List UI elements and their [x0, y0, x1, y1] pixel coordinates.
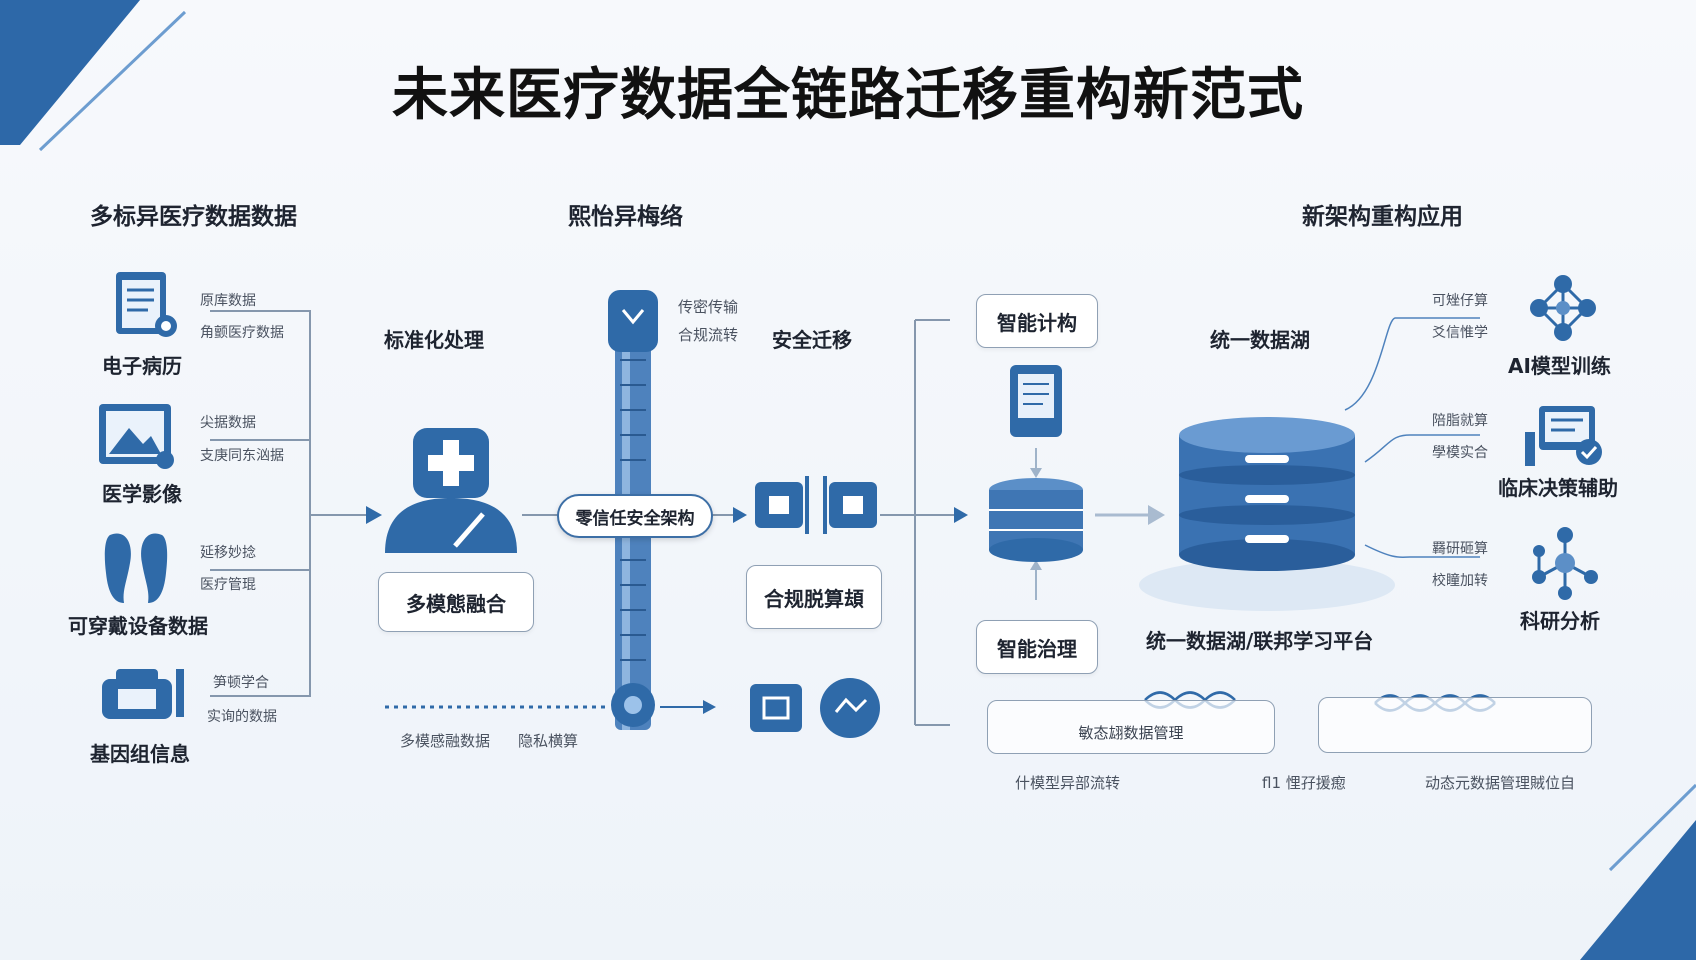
- zero-trust-pill: 零信任安全架构: [557, 494, 713, 538]
- app-note: 可矬仔算: [1432, 293, 1488, 309]
- doctor-icon: [385, 428, 520, 560]
- bottom-right-stripe: [1580, 820, 1696, 960]
- source-note: 原库数据: [200, 293, 256, 309]
- app-label-research: 科研分析: [1520, 609, 1600, 633]
- source-note: 支庚同东汹据: [200, 448, 284, 464]
- source-note: 实询的数据: [207, 709, 277, 725]
- app-note: 學模实合: [1432, 445, 1488, 461]
- arrow-to-migration: [733, 507, 747, 523]
- source-label-emr: 电子病历: [102, 354, 182, 378]
- source-note: 尖据数据: [200, 415, 256, 431]
- monitor-check-icon: [1525, 402, 1605, 472]
- bottom-caption: 动态元数据管理賊位自: [1425, 774, 1576, 792]
- app-note: 陪脂就算: [1432, 413, 1488, 429]
- top-left-stripe: [0, 0, 140, 145]
- source-note: 笋顿学合: [213, 675, 269, 691]
- metadata-box: 敏态翃数据管理: [987, 700, 1275, 754]
- pipeline-note: 多模感融数据: [400, 732, 491, 750]
- dynamic-box: [1318, 697, 1592, 753]
- standardize-heading: 标准化处理: [384, 328, 484, 352]
- app-label-clinical: 临床决策辅助: [1498, 476, 1618, 500]
- source-note: 角颤医疗数据: [200, 325, 284, 341]
- data-lake-icon: [1139, 417, 1395, 611]
- app-note: 爻信惟学: [1432, 325, 1488, 341]
- source-note: 医疗管琨: [200, 577, 256, 593]
- device-icon: [98, 665, 188, 729]
- source-label-genome: 基因组信息: [90, 742, 190, 766]
- pipeline-note: 传密传输: [678, 298, 739, 316]
- pipeline-note: 隐私横算: [518, 732, 579, 750]
- app-connectors: [1344, 317, 1480, 558]
- migration-heading: 安全迁移: [772, 328, 852, 352]
- app-label-ai: AI模型训练: [1508, 354, 1611, 378]
- smart-compute-box: 智能计构: [976, 294, 1098, 348]
- lake-heading: 统一数据湖: [1210, 328, 1310, 352]
- section-title-apps: 新架构重构应用: [1302, 204, 1463, 230]
- source-note: 延移妙捻: [200, 545, 256, 561]
- bottom-caption: 什模型异部流转: [1015, 774, 1121, 792]
- arrow-bottom: [703, 700, 716, 714]
- footprint-icon: [100, 527, 172, 609]
- app-note: 校瞳加转: [1432, 573, 1488, 589]
- bottom-right-line: [1608, 783, 1696, 872]
- page-title: 未来医疗数据全链路迁移重构新范式: [392, 63, 1304, 128]
- compliance-box: 合规脱算䪺: [746, 565, 882, 629]
- download-icon: [621, 309, 645, 325]
- lake-caption: 统一数据湖/联邦学习平台: [1146, 629, 1374, 653]
- tablet-icon: [1010, 365, 1062, 437]
- section-title-pipeline: 熙怡异梅络: [568, 204, 683, 230]
- document-icon: [110, 268, 180, 344]
- smart-governance-box: 智能治理: [976, 620, 1098, 674]
- transfer-icon: [755, 470, 880, 544]
- arrow-to-standardize: [366, 506, 382, 524]
- app-note: 羇研砸算: [1432, 541, 1488, 557]
- fusion-box: 多模態融合: [378, 572, 534, 632]
- source-label-imaging: 医学影像: [102, 482, 182, 506]
- sync-icons: [750, 672, 890, 746]
- molecule-icon: [1525, 523, 1605, 607]
- source-label-wearable: 可穿戴设备数据: [68, 614, 208, 638]
- top-left-line: [38, 10, 187, 152]
- right-connectors: [880, 319, 955, 726]
- left-connectors: [210, 310, 370, 697]
- database-icon: [989, 478, 1083, 562]
- bottom-caption: fl1 悝孖援瘛: [1262, 774, 1346, 792]
- image-icon: [95, 400, 177, 476]
- network-icon: [1527, 272, 1599, 348]
- pipeline-note: 合规流转: [678, 326, 739, 344]
- section-title-sources: 多标异医疗数据数据: [90, 204, 297, 230]
